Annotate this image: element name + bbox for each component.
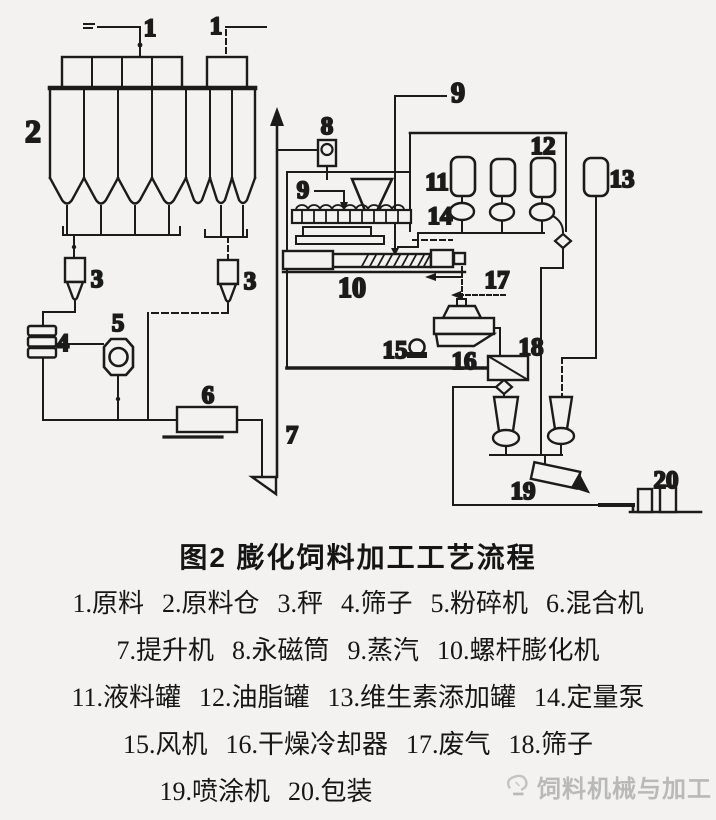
- liquid-tanks: [449, 155, 610, 205]
- metering-pumps-14: [448, 201, 556, 222]
- packaging-20: [636, 484, 678, 514]
- legend-item-19: 19.喷涂机: [159, 777, 270, 806]
- diagram-label-1: 1: [144, 15, 157, 42]
- diagram-label-3: 3: [244, 268, 257, 295]
- diagram-label-9: 9: [451, 78, 465, 109]
- legend-item-7: 7.提升机: [116, 636, 214, 665]
- diagram-label-19: 19: [511, 478, 536, 505]
- legend-item-2: 2.原料仓: [161, 589, 260, 618]
- magnet-cylinder-8: [316, 138, 338, 168]
- legend-row: 19.喷涂机 20.包装: [0, 768, 624, 815]
- crusher-5: [102, 337, 135, 377]
- legend-item-18: 18.筛子: [508, 730, 594, 759]
- legend-item-15: 15.风机: [122, 730, 208, 759]
- scale-left: [63, 256, 87, 301]
- watermark-text: 饲料机械与加工: [537, 775, 712, 803]
- diagram-label-6: 6: [202, 382, 215, 409]
- diagram-label-7: 7: [286, 422, 299, 449]
- legend-row: 15.风机 16.干燥冷却器 17.废气 18.筛子: [0, 721, 716, 768]
- legend-item-17: 17.废气: [406, 730, 491, 759]
- diagram-label-9: 9: [297, 177, 310, 204]
- pipeline-lines: [42, 23, 703, 514]
- diagram-label-16: 16: [452, 348, 477, 375]
- diagram-label-10: 10: [338, 273, 366, 304]
- spray-hoppers: [491, 395, 576, 448]
- legend-item-3: 3.秤: [277, 589, 323, 618]
- legend-item-8: 8.永磁筒: [231, 636, 330, 665]
- diagram-label-13: 13: [610, 166, 635, 193]
- fan-15: [407, 338, 427, 358]
- legend-row: 7.提升机 8.永磁筒 9.蒸汽 10.螺杆膨化机: [0, 627, 716, 674]
- diagram-label-20: 20: [654, 467, 679, 494]
- legend-item-11: 11.液料罐: [71, 683, 181, 712]
- mixer-6: [162, 405, 239, 439]
- diagram-label-15: 15: [383, 337, 408, 364]
- extruder-10: [281, 204, 467, 274]
- sieve-18: [486, 354, 530, 382]
- diagram-label-14: 14: [428, 203, 454, 230]
- legend-item-20: 20.包装: [288, 777, 373, 806]
- legend-item-13: 13.维生素添加罐: [327, 683, 517, 712]
- legend-item-16: 16.干燥冷却器: [225, 730, 388, 759]
- dryer-cooler-16: [432, 298, 498, 348]
- watermark-logo-icon: [506, 774, 528, 796]
- diagram-label-3: 3: [91, 266, 104, 293]
- diagram-label-8: 8: [321, 113, 334, 140]
- raw-material-bins: [47, 55, 258, 205]
- diagram-label-2: 2: [25, 113, 41, 149]
- legend-item-9: 9.蒸汽: [347, 636, 420, 665]
- legend-item-10: 10.螺杆膨化机: [437, 636, 600, 665]
- legend-item-6: 6.混合机: [546, 589, 644, 618]
- diagram-label-11: 11: [425, 169, 449, 196]
- legend-item-4: 4.筛子: [341, 589, 413, 618]
- legend-row: 1.原料 2.原料仓 3.秤 4.筛子 5.粉碎机 6.混合机: [0, 580, 716, 627]
- figure-caption: 图2 膨化饲料加工工艺流程: [179, 542, 537, 573]
- legend: 1.原料 2.原料仓 3.秤 4.筛子 5.粉碎机 6.混合机 7.提升机 8.永磁筒 9.蒸汽…: [0, 580, 716, 815]
- sieve-4: [26, 324, 58, 359]
- diagram-label-4: 4: [57, 330, 70, 357]
- watermark: 饲料机械与加工: [502, 764, 712, 808]
- sprayer-19: [529, 460, 591, 494]
- diagram-label-17: 17: [485, 267, 510, 294]
- legend-item-5: 5.粉碎机: [430, 589, 529, 618]
- diagram-label-12: 12: [531, 133, 556, 160]
- diagram-label-18: 18: [519, 334, 544, 361]
- diagram-label-1: 1: [210, 13, 223, 40]
- legend-item-12: 12.油脂罐: [199, 683, 310, 712]
- feed-cone: [350, 177, 395, 215]
- legend-item-1: 1.原料: [72, 589, 144, 618]
- scale-right: [216, 258, 240, 303]
- legend-row: 11.液料罐 12.油脂罐 13.维生素添加罐 14.定量泵: [0, 674, 716, 721]
- legend-item-14: 14.定量泵: [534, 683, 645, 712]
- diagram-label-5: 5: [112, 310, 125, 337]
